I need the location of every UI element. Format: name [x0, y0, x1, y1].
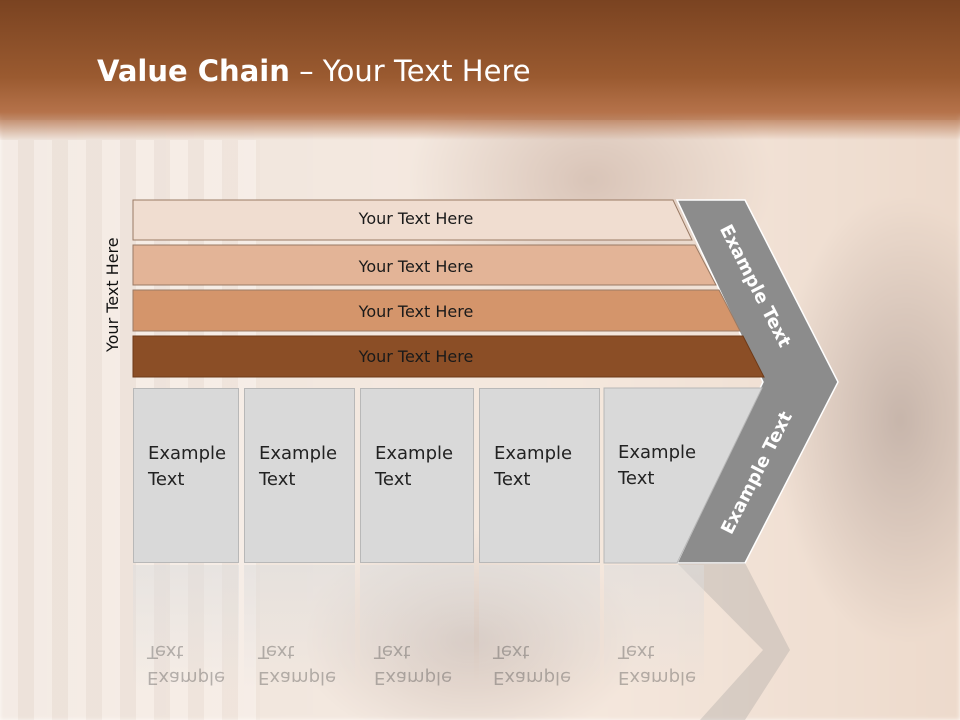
box-3-text: Example Text — [375, 443, 454, 490]
box-1-text: Example Text — [148, 443, 227, 490]
box-3: Example Text — [360, 388, 474, 563]
box-5: Example Text — [604, 388, 704, 563]
bar-label-2: Your Text Here — [358, 257, 474, 276]
box-1-reflection: Example Text — [133, 565, 239, 690]
box-3-reflection-text: Example Text — [374, 641, 453, 688]
slide-title: Value Chain – Your Text Here — [97, 54, 531, 88]
chevron-reflection — [677, 563, 790, 720]
bar-2 — [132, 244, 717, 286]
bar-label-4: Your Text Here — [358, 347, 474, 366]
box-4: Example Text — [479, 388, 600, 563]
chevron-arrow — [675, 199, 839, 564]
title-bold: Value Chain — [97, 54, 290, 88]
bar-label-1: Your Text Here — [358, 209, 474, 228]
box-2-reflection: Example Text — [244, 565, 355, 690]
box-4-reflection-text: Example Text — [493, 641, 572, 688]
box-5-reflection-text: Example Text — [618, 641, 697, 688]
box-1-reflection-text: Example Text — [147, 641, 226, 688]
box-2-text: Example Text — [259, 443, 338, 490]
bar-1 — [132, 199, 693, 241]
box-1: Example Text — [133, 388, 239, 563]
box-4-reflection: Example Text — [479, 565, 600, 690]
box-2: Example Text — [244, 388, 355, 563]
box-3-reflection: Example Text — [360, 565, 474, 690]
box-5-text: Example Text — [618, 442, 697, 489]
title-rest: – Your Text Here — [289, 54, 531, 88]
bar-4 — [132, 335, 765, 378]
bar-label-3: Your Text Here — [358, 302, 474, 321]
box-5-reflection: Example Text — [604, 565, 704, 690]
box-4-text: Example Text — [494, 443, 573, 490]
title-bar — [0, 0, 960, 140]
bar-3 — [132, 289, 741, 332]
box-2-reflection-text: Example Text — [258, 641, 337, 688]
box-5-shape — [603, 387, 763, 564]
